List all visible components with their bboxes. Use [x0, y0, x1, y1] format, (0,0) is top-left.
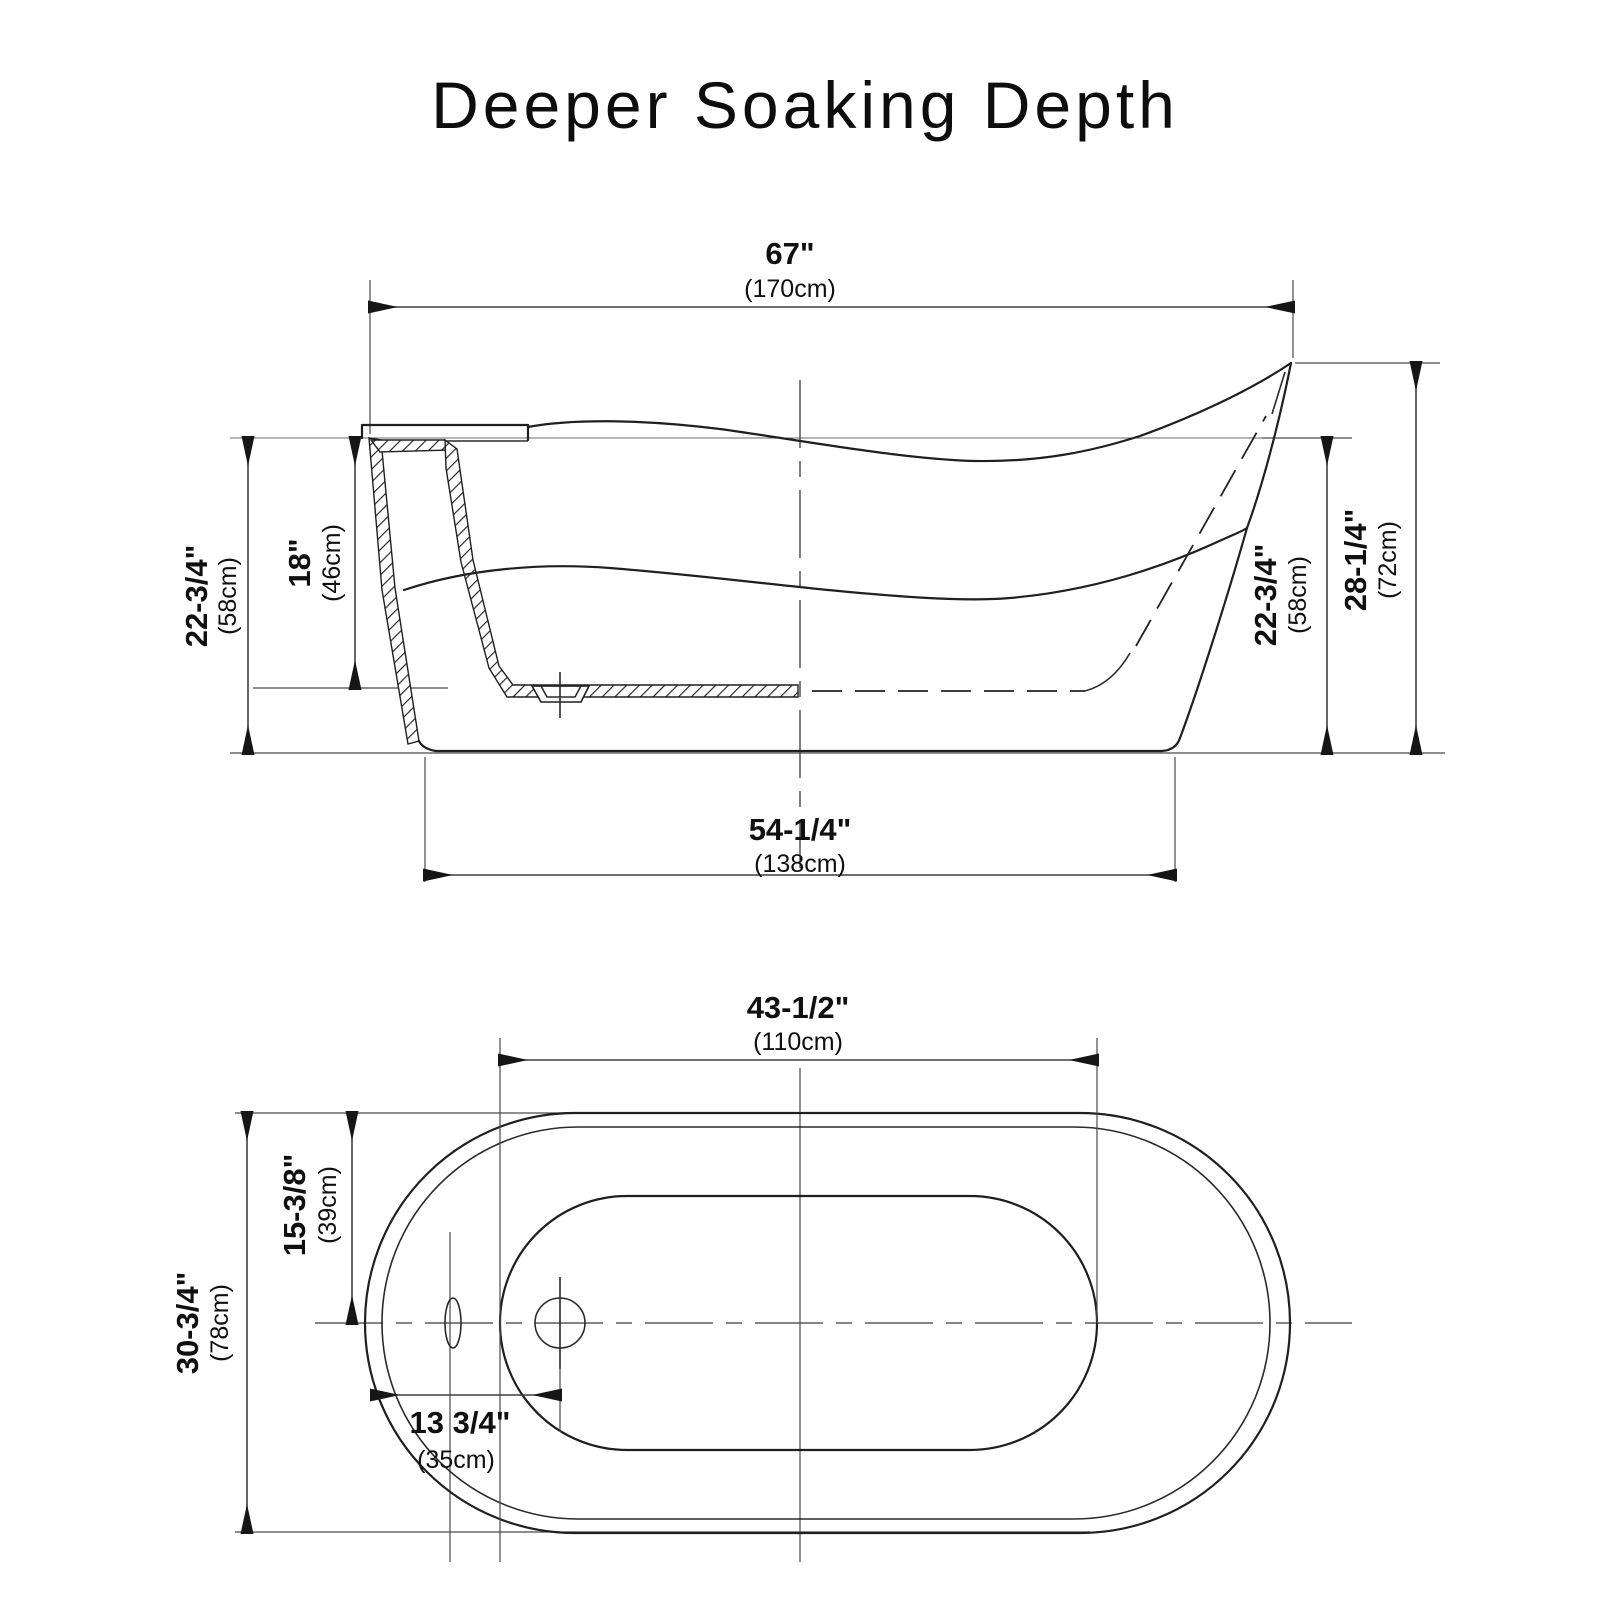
dim-half-width-in: 15-3/8": [277, 1154, 312, 1257]
inner-rim-oval: [381, 1126, 1271, 1520]
left-deck-step: [360, 423, 530, 442]
rim-deck-section: [369, 439, 454, 453]
side-elevation-view: 67" (170cm) 22-3/4" (58cm) 18" (46cm) 22…: [179, 236, 1445, 882]
dim-left-height-cm: (58cm): [214, 557, 242, 635]
tub-plan-outline: [363, 1111, 1292, 1535]
dim-soaking-depth: 18" (46cm): [282, 436, 362, 690]
dim-drain-offset: 13 3/4" (35cm): [370, 1368, 562, 1474]
drain-recess-inner: [540, 685, 582, 698]
dim-soaking-depth-cm: (46cm): [318, 524, 346, 602]
tub-cut-section: [368, 437, 799, 745]
inner-wall-floor-section: [444, 438, 799, 698]
dim-overall-width-in: 30-3/4": [170, 1272, 205, 1375]
plan-view: 43-1/2" (110cm) 30-3/4" (78cm) 15-3/8" (…: [170, 990, 1352, 1562]
dim-half-width: 15-3/8" (39cm): [277, 1111, 359, 1325]
page-title: Deeper Soaking Depth: [431, 68, 1179, 142]
back-outer-edge: [1160, 361, 1293, 753]
dim-right-height-in: 22-3/4": [1248, 544, 1283, 647]
dim-drain-offset-in: 13 3/4": [410, 1405, 511, 1440]
floor-back-curve: [1084, 652, 1131, 692]
dim-back-height-in: 28-1/4": [1338, 509, 1373, 612]
dim-right-height: 22-3/4" (58cm): [1248, 436, 1352, 755]
dim-overall-length-cm: (170cm): [744, 275, 836, 303]
near-rim-profile: [526, 361, 1293, 463]
dim-overall-length: 67" (170cm): [368, 236, 1295, 434]
far-rim-profile: [402, 526, 1249, 601]
dim-overall-length-in: 67": [765, 236, 814, 271]
back-rim-thickness: [1271, 371, 1286, 415]
dim-left-height: 22-3/4" (58cm): [179, 436, 255, 755]
dim-overall-width: 30-3/4" (78cm): [170, 1111, 254, 1534]
hidden-backrest-line: [1135, 415, 1267, 647]
dim-left-height-in: 22-3/4": [179, 545, 214, 648]
dim-half-width-cm: (39cm): [314, 1166, 342, 1244]
dim-base-length-cm: (138cm): [754, 850, 846, 878]
dim-basin-length-in: 43-1/2": [747, 990, 850, 1025]
outer-rim-oval: [363, 1111, 1292, 1535]
dim-basin-length-cm: (110cm): [753, 1028, 843, 1056]
dim-drain-offset-cm: (35cm): [417, 1446, 495, 1474]
dim-base-length: 54-1/4" (138cm): [423, 757, 1177, 882]
dim-basin-length: 43-1/2" (110cm): [498, 990, 1099, 1562]
dim-back-height-cm: (72cm): [1374, 521, 1402, 599]
faucet-hole: [444, 1297, 462, 1349]
left-wall-section: [368, 437, 420, 745]
dim-right-height-cm: (58cm): [1284, 556, 1312, 634]
dim-soaking-depth-in: 18": [282, 538, 317, 587]
basin-oval: [498, 1194, 1099, 1452]
dim-overall-width-cm: (78cm): [206, 1284, 234, 1362]
dim-base-length-in: 54-1/4": [749, 812, 852, 847]
tub-bottom-edge: [417, 739, 1164, 753]
dim-back-height: 28-1/4" (72cm): [1338, 361, 1423, 755]
tub-profile: [360, 361, 1293, 753]
